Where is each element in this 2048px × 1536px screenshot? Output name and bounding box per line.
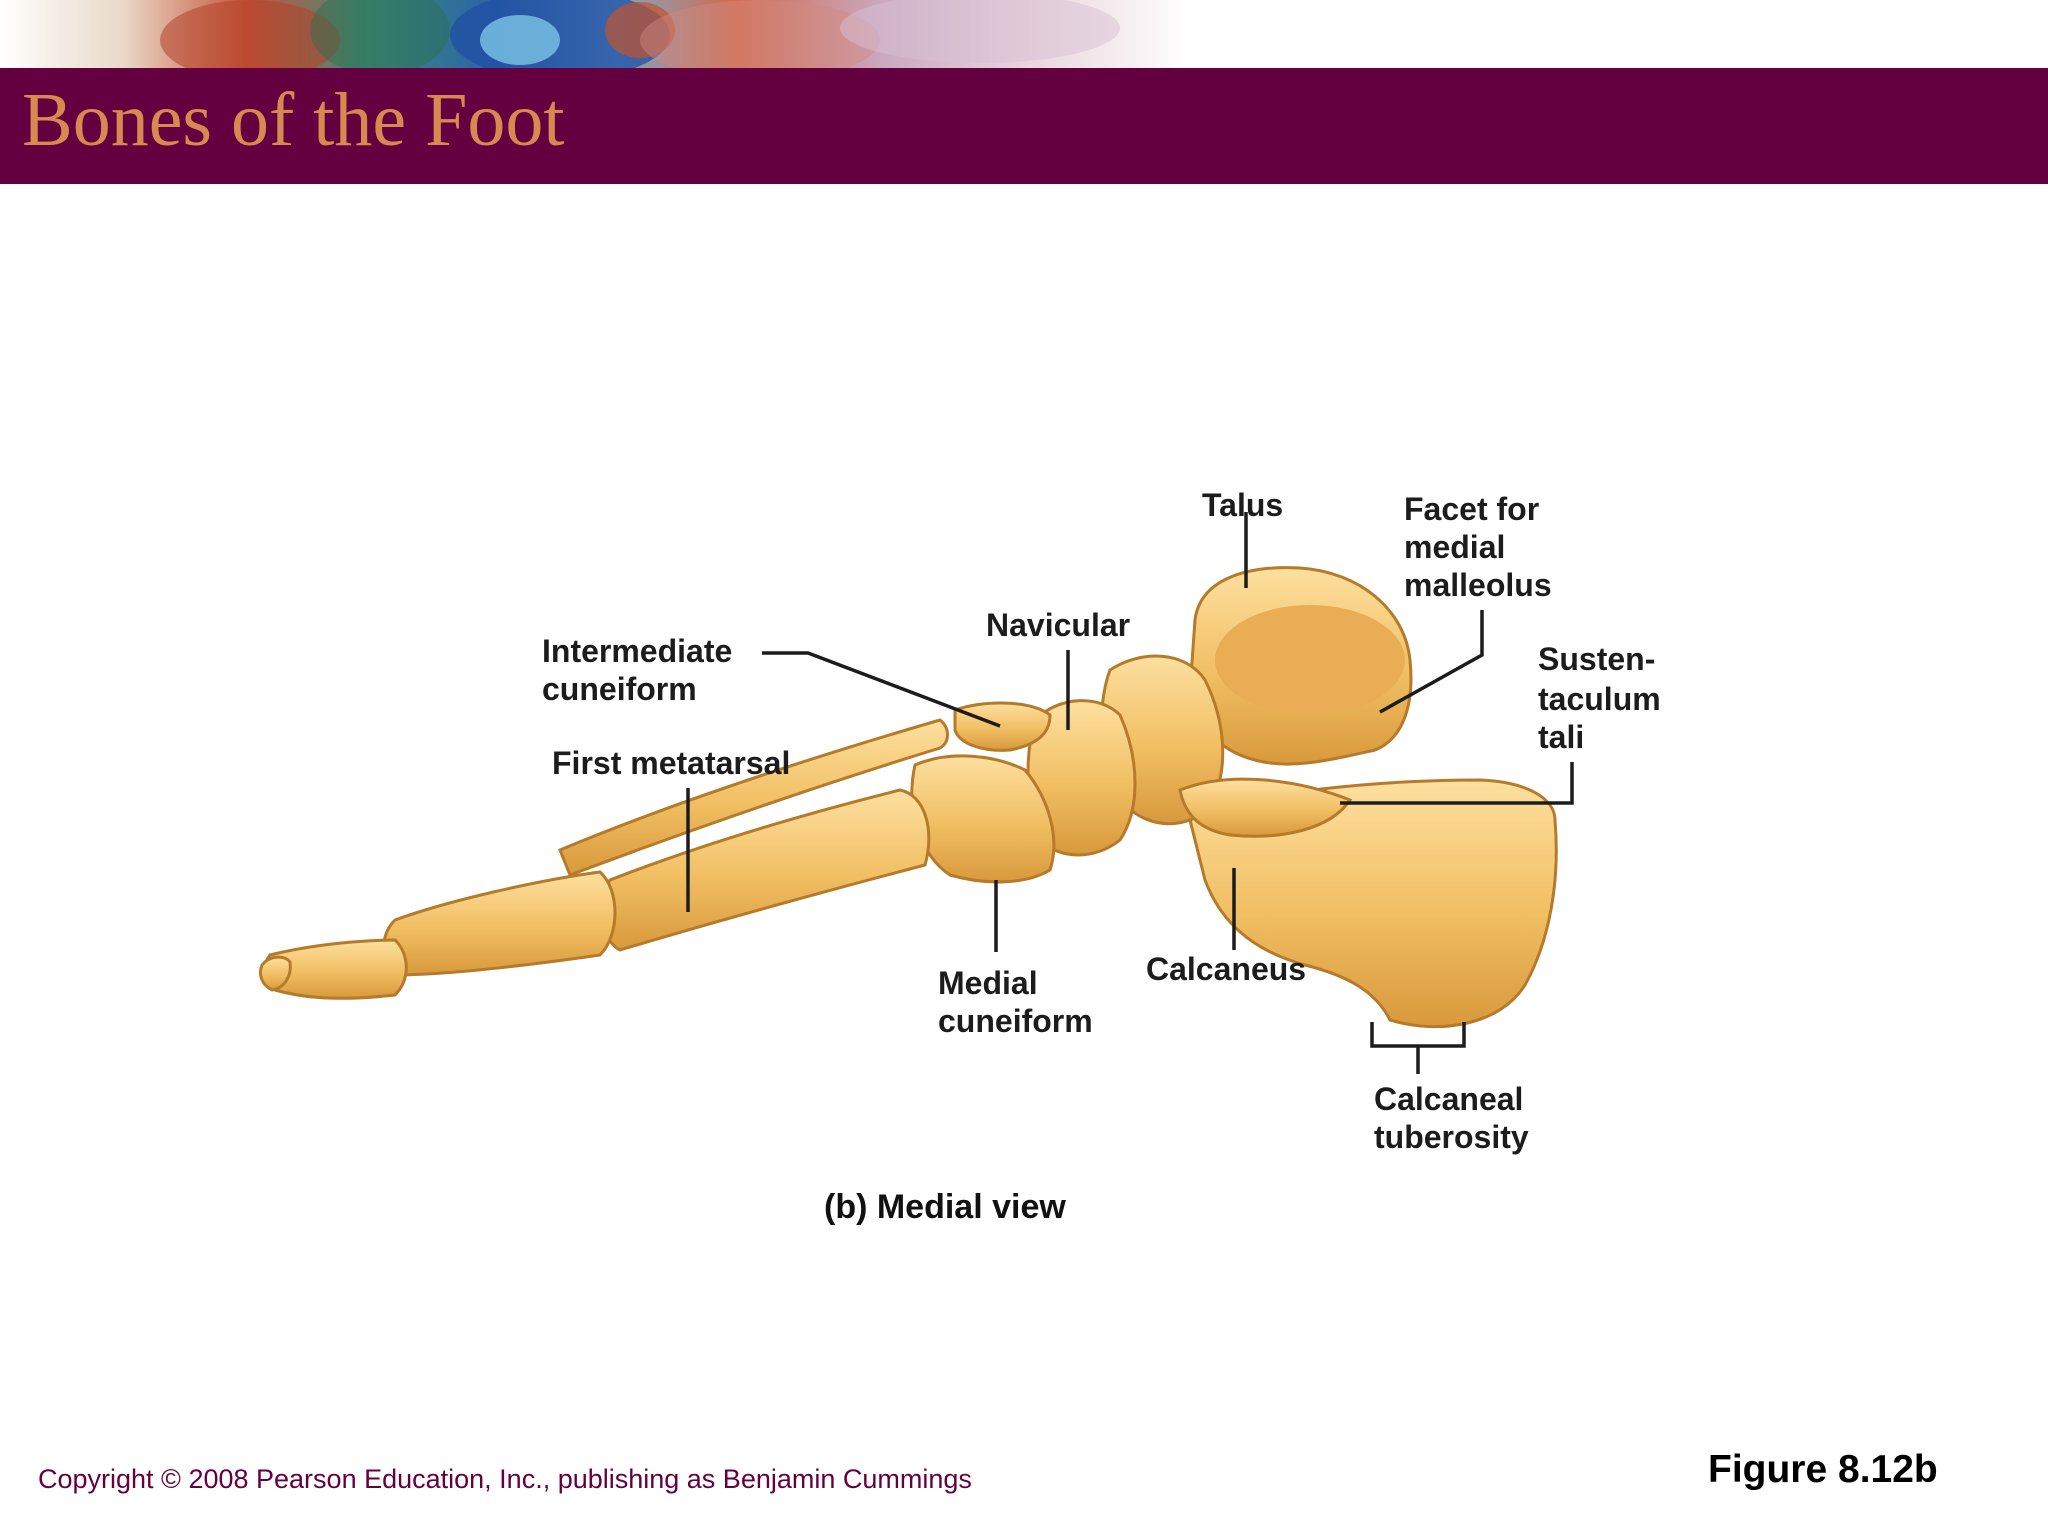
label-facet-line2: medial: [1404, 529, 1505, 565]
label-sustentaculum-line1: Susten-: [1538, 641, 1655, 677]
metatarsal-shaft: [558, 718, 949, 877]
foot-bones: [258, 566, 1558, 1029]
first-metatarsal-bone: [599, 788, 931, 952]
label-navicular: Navicular: [986, 607, 1130, 643]
label-facet-line3: malleolus: [1404, 567, 1552, 603]
label-calcaneus: Calcaneus: [1146, 951, 1306, 987]
sustentaculum-tali-bone: [1178, 777, 1353, 838]
slide-title: Bones of the Foot: [22, 78, 565, 162]
leader-lines: [686, 512, 1574, 1074]
toe-tip-bone: [258, 955, 292, 992]
medial-malleolus-facet: [1215, 605, 1405, 715]
intermediate-cuneiform-leader: [762, 651, 1001, 728]
figure-number: Figure 8.12b: [1708, 1448, 1938, 1491]
label-medial-cuneiform-line2: cuneiform: [938, 1003, 1093, 1039]
label-facet-line1: Facet for: [1404, 491, 1539, 527]
proximal-phalanx-bone: [382, 870, 617, 977]
label-talus: Talus: [1202, 487, 1283, 523]
decorative-banner: [0, 0, 2048, 68]
diagram-caption: (b) Medial view: [824, 1188, 1066, 1226]
label-calcaneal-tuberosity-line2: tuberosity: [1374, 1119, 1529, 1155]
label-medial-cuneiform-line1: Medial: [938, 965, 1038, 1001]
title-bar: [0, 68, 2048, 184]
calcaneus-bone: [1188, 778, 1558, 1029]
label-calcaneal-tuberosity-line1: Calcaneal: [1374, 1081, 1523, 1117]
intermediate-cuneiform-bone: [953, 701, 1052, 752]
label-intermediate-cuneiform-line1: Intermediate: [542, 633, 732, 669]
label-first-metatarsal: First metatarsal: [552, 745, 790, 781]
label-sustentaculum-line2: taculum: [1538, 681, 1661, 717]
facet-leader: [1379, 610, 1484, 714]
label-sustentaculum-line3: tali: [1538, 719, 1584, 755]
sustentaculum-leader: [1340, 762, 1574, 805]
copyright-notice: Copyright © 2008 Pearson Education, Inc.…: [38, 1464, 972, 1494]
label-intermediate-cuneiform-line2: cuneiform: [542, 671, 697, 707]
